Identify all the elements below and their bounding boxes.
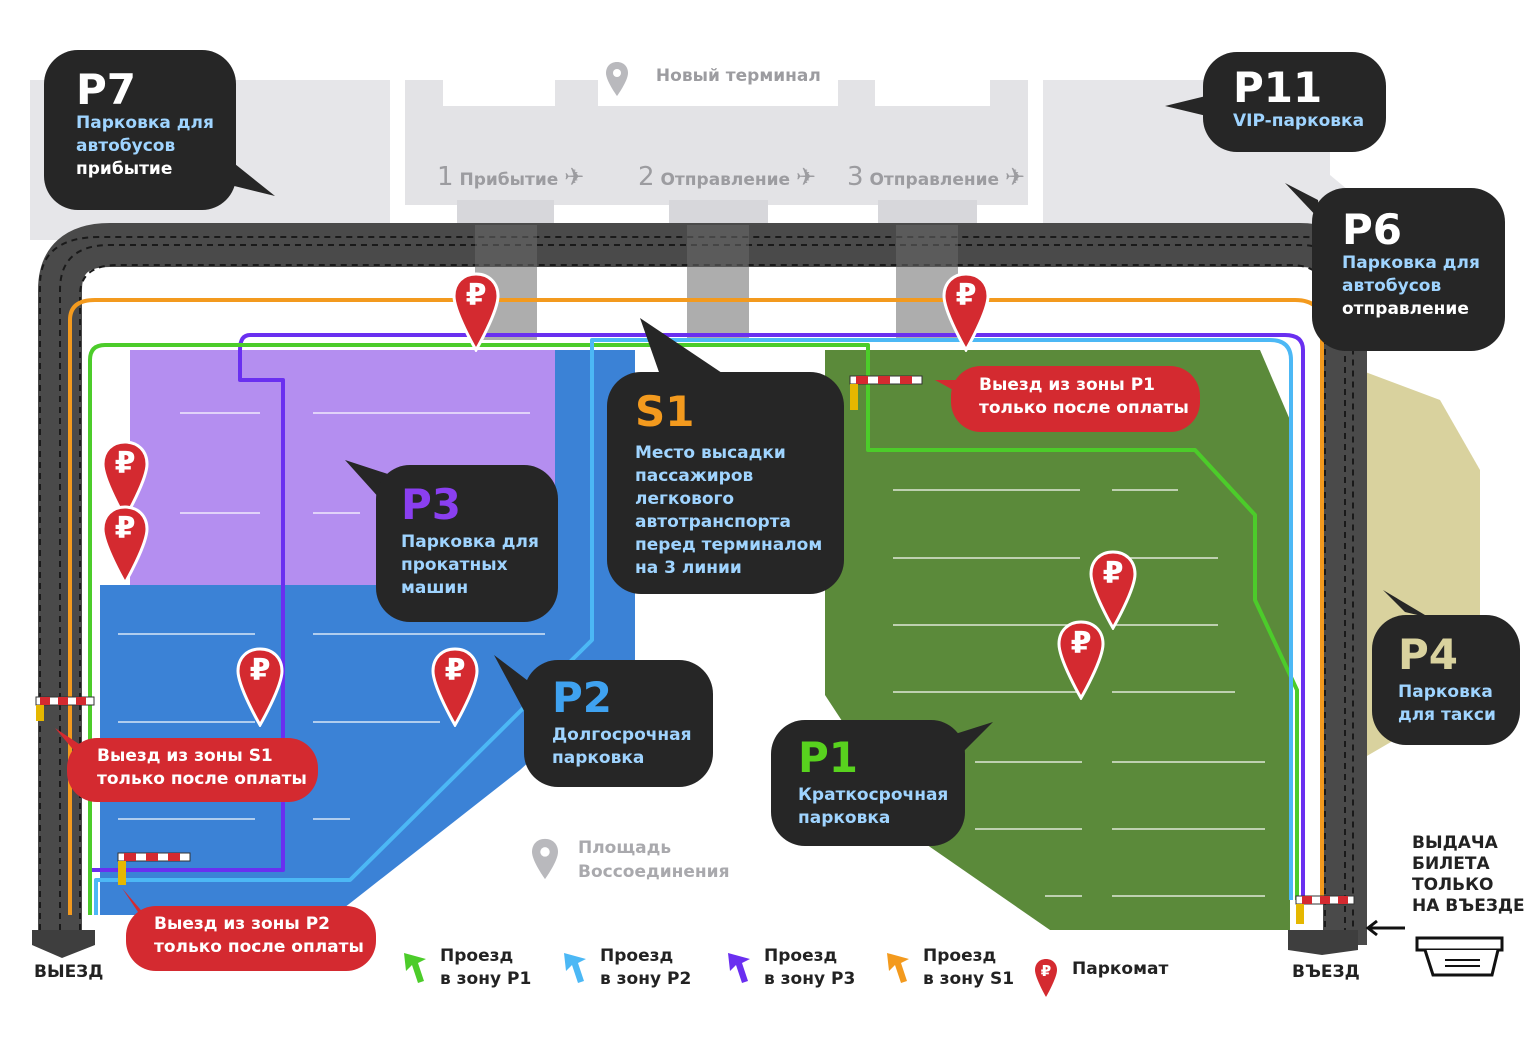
payment-pin-icon: ₽	[941, 272, 991, 353]
gate-3: 3 Отправление ✈	[847, 162, 1026, 192]
bubble-p6: P6 Парковка для автобусов отправление	[1312, 188, 1505, 351]
payment-pin-icon: ₽	[1035, 959, 1057, 997]
terminal-title: Новый терминал	[606, 62, 821, 96]
route-arrow-icon	[728, 953, 750, 983]
barriers	[35, 375, 1355, 924]
payment-pin-icon: ₽	[451, 272, 501, 353]
warning-p1: Выезд из зоны P1 только после оплаты	[951, 366, 1200, 432]
warning-s1: Выезд из зоны S1 только после оплаты	[67, 738, 318, 802]
exit-label: ВЫЕЗД	[34, 962, 104, 982]
arrow-left-icon	[1365, 919, 1405, 937]
plane-icon: ✈	[796, 163, 817, 191]
legend-line1: Паркомат	[1072, 959, 1169, 979]
terminal-name: Новый терминал	[655, 66, 821, 86]
pin-symbol: ₽	[465, 278, 487, 313]
pin-symbol: ₽	[1070, 626, 1092, 661]
payment-pin-icon: ₽	[1088, 550, 1138, 631]
s1-code: S1	[635, 387, 695, 436]
legend-item: Проезд в зону P1	[400, 945, 531, 991]
legend-line1: Проезд	[764, 946, 838, 966]
legend-line1: Проезд	[923, 946, 997, 966]
route-p1	[88, 343, 1299, 915]
legend-line2: в зону P3	[764, 969, 856, 989]
bubble-p7: P7 Парковка для автобусов прибытие	[44, 50, 236, 210]
legend-line2: в зону P1	[440, 969, 532, 989]
bubble-p11: P11 VIP-парковка	[1203, 52, 1386, 152]
legend-line1: Проезд	[600, 946, 674, 966]
location-pin-icon	[532, 838, 558, 887]
payment-pin-icon: ₽	[100, 505, 150, 586]
payment-pin-icon: ₽	[1056, 620, 1106, 701]
legend-line1: Проезд	[440, 946, 514, 966]
gate-2: 2 Отправление ✈	[638, 162, 817, 192]
pin-symbol: ₽	[114, 446, 136, 481]
warning-p2: Выезд из зоны P2 только после оплаты	[126, 906, 376, 971]
legend-line2: в зону P2	[600, 969, 692, 989]
pin-symbol: ₽	[249, 653, 271, 688]
legend-item: Проезд в зону P3	[724, 945, 855, 991]
square-label: Площадь Воссоединения	[532, 836, 730, 884]
payment-pin-icon: ₽	[430, 647, 480, 728]
route-arrow-icon	[887, 953, 909, 983]
route-p3-inner	[88, 333, 1305, 915]
plane-icon: ✈	[564, 163, 585, 191]
legend-item: Проезд в зону S1	[883, 945, 1014, 991]
bubble-p1: P1 Краткосрочная парковка	[771, 720, 965, 846]
svg-text:₽: ₽	[1041, 962, 1051, 980]
pin-symbol: ₽	[1102, 556, 1124, 591]
bubble-p3: P3 Парковка для прокатных машин	[376, 465, 558, 622]
gate-1: 1 Прибытие ✈	[437, 162, 585, 192]
bubble-p2: P2 Долгосрочная парковка	[524, 660, 713, 787]
bubble-p4: P4 Парковка для такси	[1372, 615, 1520, 745]
ticket-note: ВЫДАЧА БИЛЕТА ТОЛЬКО НА ВЪЕЗДЕ	[1412, 833, 1525, 916]
pin-symbol: ₽	[114, 511, 136, 546]
legend-line2: в зону S1	[923, 969, 1015, 989]
parking-lines	[118, 412, 1265, 897]
payment-pin-icon: ₽	[235, 647, 285, 728]
pin-symbol: ₽	[955, 278, 977, 313]
route-arrow-icon	[404, 953, 426, 983]
location-pin-icon	[606, 62, 628, 96]
legend-item: Проезд в зону P2	[560, 945, 691, 991]
terminal-building	[405, 80, 1028, 223]
entry-label: ВЪЕЗД	[1292, 962, 1360, 982]
route-arrow-icon	[564, 953, 586, 983]
bubble-s1: S1 Место высадки пассажиров легкового ав…	[607, 372, 844, 594]
route-p2	[94, 338, 1293, 915]
ticket-machine-icon	[1415, 936, 1504, 977]
legend-item: ₽ Паркомат	[1032, 958, 1169, 997]
plane-icon: ✈	[1005, 163, 1026, 191]
pin-symbol: ₽	[444, 653, 466, 688]
